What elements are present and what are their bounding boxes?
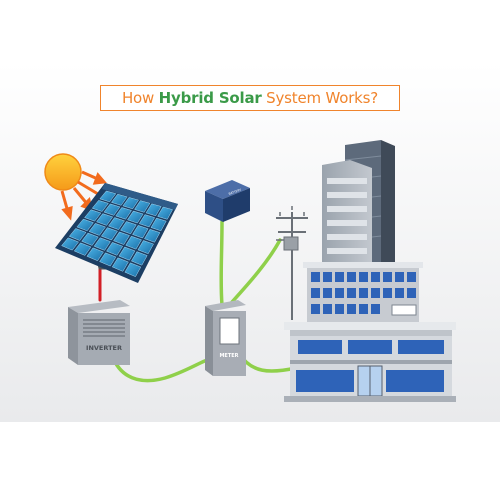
building-window [407, 272, 416, 282]
solar-cell [76, 218, 94, 232]
building-window [323, 288, 332, 298]
wiring [98, 220, 298, 383]
pole-meter-wire [230, 238, 282, 304]
inverter-meter-wire [110, 353, 214, 383]
building-window [335, 304, 344, 314]
battery-icon: BATTERY [205, 104, 250, 222]
solar-cell [138, 214, 156, 228]
building-window [383, 288, 392, 298]
page-title: How Hybrid Solar System Works? [100, 85, 400, 111]
building-window [347, 304, 356, 314]
building-window [371, 304, 380, 314]
building-window [323, 272, 332, 282]
building-window [407, 288, 416, 298]
solar-cell [96, 213, 114, 226]
building-window [395, 272, 404, 282]
building-window [359, 272, 368, 282]
solar-cell [145, 203, 162, 217]
inverter-icon: INVERTER [68, 300, 130, 365]
solar-panel-icon [55, 183, 178, 283]
solar-cell [86, 247, 104, 262]
building-window [347, 288, 356, 298]
solar-cell [111, 257, 129, 272]
building-window [323, 304, 332, 314]
building-icon [284, 140, 456, 402]
solar-cell [100, 227, 118, 241]
solar-cell [73, 242, 92, 256]
building-window [347, 272, 356, 282]
building-window [311, 272, 320, 282]
solar-cell [144, 229, 161, 243]
solar-cell [110, 193, 128, 206]
meter-label: METER [219, 353, 238, 359]
solar-cell [106, 242, 124, 256]
solar-cell [99, 252, 117, 267]
building-window [395, 288, 404, 298]
building-window [335, 272, 344, 282]
solar-cell [68, 228, 87, 241]
building-window [359, 288, 368, 298]
solar-cell [113, 231, 130, 245]
solar-cell [103, 203, 121, 216]
solar-cell [115, 207, 132, 220]
solar-cell [81, 232, 99, 246]
solar-cell [137, 240, 154, 255]
utility-pole-icon [276, 206, 308, 320]
building-window [371, 288, 380, 298]
solar-cell [125, 235, 142, 250]
solar-cell [120, 221, 137, 235]
battery-label: BATTERY [228, 188, 242, 196]
solar-cell [134, 200, 151, 213]
title-part-system-works: System Works? [261, 89, 379, 107]
building-window [311, 304, 320, 314]
title-part-how: How [121, 89, 159, 107]
solar-cell [124, 262, 142, 277]
solar-cell [157, 206, 173, 220]
battery-meter-wire [219, 220, 224, 307]
solar-cell [108, 217, 125, 230]
solar-cell [150, 217, 167, 232]
solar-cell [61, 237, 79, 251]
meter-icon: METER [205, 300, 246, 376]
building-window [371, 272, 380, 282]
solar-cell [99, 190, 117, 203]
title-part-hybrid-solar: Hybrid Solar [158, 89, 262, 107]
solar-cell [93, 237, 111, 251]
solar-cell [118, 246, 136, 261]
building-window [335, 288, 344, 298]
solar-cell [127, 210, 144, 224]
building-window [383, 272, 392, 282]
solar-cell [91, 200, 109, 212]
building-window [359, 304, 368, 314]
solar-cell [131, 251, 148, 266]
solar-cell [122, 197, 139, 210]
solar-cell [132, 225, 149, 239]
building-window [311, 288, 320, 298]
inverter-label: INVERTER [86, 344, 122, 352]
solar-cell [88, 223, 106, 236]
solar-cell [84, 209, 102, 222]
